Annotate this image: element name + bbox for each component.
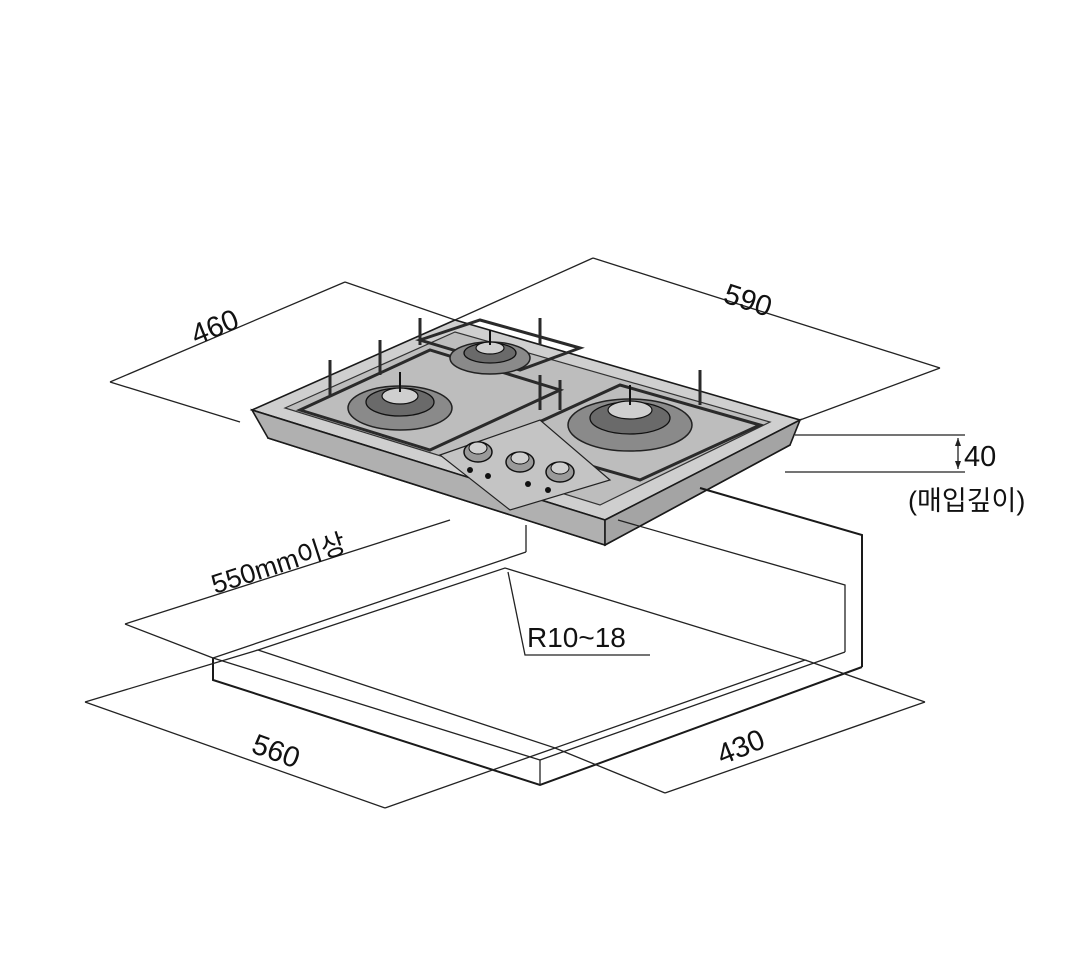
dim-cutout-width: 560 — [248, 729, 304, 776]
gas-burner-icon — [449, 330, 531, 375]
dimension-550: 550mm이상 — [124, 519, 451, 659]
gas-burner-icon — [567, 385, 693, 452]
dimension-430: 430 — [554, 659, 926, 794]
control-knob-icon — [545, 461, 575, 483]
dim-height-note: (매입깊이) — [908, 486, 1025, 516]
dim-corner-radius: R10~18 — [527, 622, 626, 653]
dim-height: 40 — [964, 441, 996, 473]
gas-burner-icon — [347, 372, 453, 431]
hob-side-face — [604, 418, 802, 547]
dimension-40: 40 (매입깊이) — [785, 434, 1025, 516]
dim-width-top: 590 — [720, 278, 776, 323]
control-knob-icon — [463, 441, 493, 463]
dim-cutout-depth: 430 — [713, 724, 770, 772]
countertop: R10~18 — [212, 487, 863, 787]
dim-min-clearance: 550mm이상 — [208, 528, 350, 600]
gas-hob — [249, 318, 803, 547]
dimension-560: 560 — [84, 649, 556, 809]
dim-depth-top: 460 — [187, 304, 244, 352]
control-knob-icon — [505, 451, 535, 473]
